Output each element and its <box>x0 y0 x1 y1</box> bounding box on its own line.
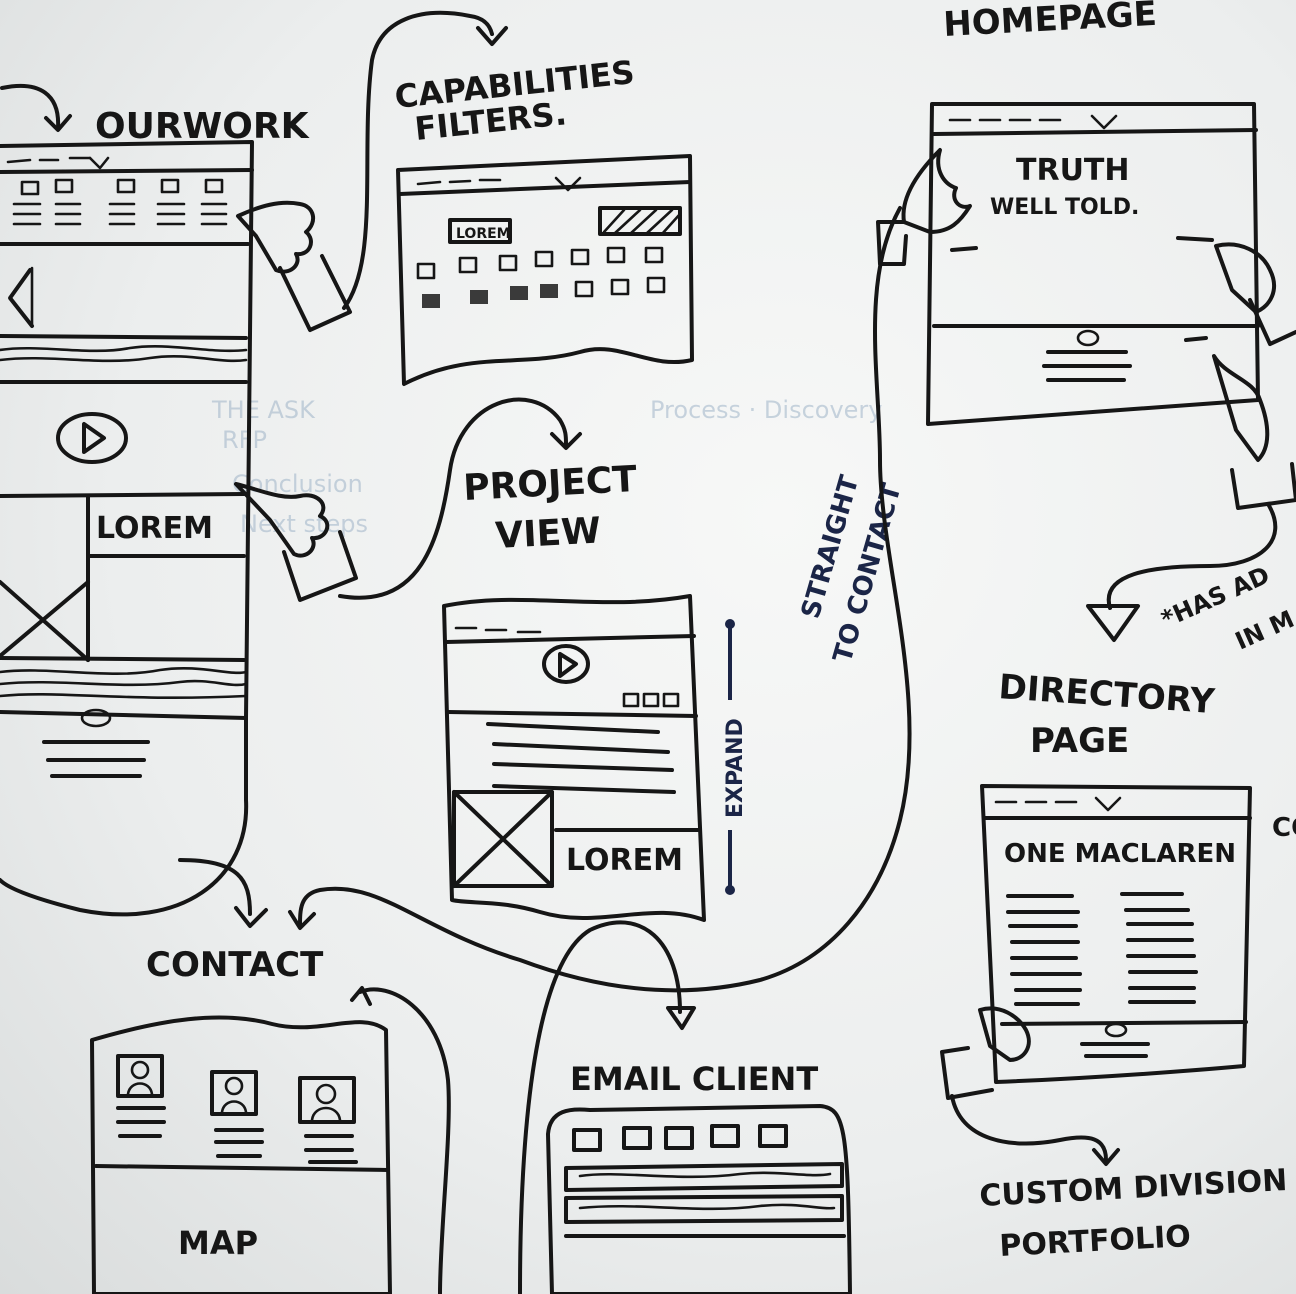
lorem-ourwork: LOREM <box>96 511 213 546</box>
directory-page-wireframe: DIRECTORY PAGE CO ONE MACLAREN <box>980 667 1296 1084</box>
ghost-conclusion: Conclusion <box>232 470 363 498</box>
label-email-client: EMAIL CLIENT <box>570 1060 818 1098</box>
label-well-told: WELL TOLD. <box>990 195 1139 220</box>
hand-cursor-icon <box>876 148 972 266</box>
hand-cursor-icon <box>940 1006 1031 1100</box>
note-in-m: IN M <box>1231 605 1296 655</box>
person-avatar-icon <box>116 1054 164 1098</box>
label-one-mclaren: ONE MACLAREN <box>1004 839 1236 869</box>
person-avatar-icon <box>210 1070 258 1116</box>
label-page: PAGE <box>1030 721 1129 761</box>
label-directory: DIRECTORY <box>997 667 1216 722</box>
label-our-work: OURWORK <box>95 106 310 147</box>
person-avatar-icon <box>298 1076 356 1124</box>
arrowhead <box>666 1006 696 1030</box>
arrow-into-ourwork <box>0 83 61 130</box>
lorem-filters: LOREM <box>456 226 511 242</box>
ghost-process: Process · Discovery <box>650 396 883 424</box>
hand-cursor-icon <box>1214 242 1296 346</box>
ghost-ask: THE ASK <box>211 396 316 424</box>
play-button-icon <box>542 644 590 684</box>
label-truth: TRUTH <box>1016 153 1130 188</box>
our-work-wireframe: OURWORK LOREM <box>0 83 310 917</box>
hand-cursor-icon <box>1212 354 1296 510</box>
hand-cursor-icon <box>236 200 352 332</box>
arrowhead <box>550 432 582 450</box>
arrowhead <box>1092 1148 1120 1166</box>
arrowhead <box>44 114 72 132</box>
capabilities-filters-wireframe: CAPABILITIES FILTERS. LOREM <box>393 53 694 386</box>
expand-indicator: EXPAND <box>723 619 748 895</box>
label-portfolio: PORTFOLIO <box>999 1219 1192 1264</box>
play-button-icon <box>56 412 128 464</box>
share-icons <box>622 692 680 708</box>
project-view-wireframe: PROJECT VIEW LOREM <box>442 459 706 922</box>
arrowhead <box>234 906 268 928</box>
email-client-wireframe: EMAIL CLIENT <box>546 1060 852 1294</box>
ghost-next-steps: Next steps <box>240 510 368 538</box>
arrowhead <box>288 910 316 930</box>
arrowhead <box>350 986 372 1006</box>
carousel-prev-icon <box>8 268 34 328</box>
homepage-wireframe: HOMEPAGE TRUTH WELL TOLD. <box>926 0 1260 426</box>
lorem-project: LOREM <box>566 843 683 878</box>
erased-notes: THE ASK RFP Conclusion Next steps Proces… <box>211 396 883 538</box>
image-placeholder <box>0 580 90 662</box>
label-expand: EXPAND <box>723 718 748 818</box>
hand-cursor-icon <box>234 482 358 602</box>
arrowhead <box>476 26 508 46</box>
image-placeholder <box>452 790 554 888</box>
label-map: MAP <box>178 1224 258 1262</box>
label-contact: CONTACT <box>146 945 324 985</box>
arrowhead <box>1086 604 1140 642</box>
ghost-rfp: RFP <box>222 426 267 454</box>
email-toolbar-icons <box>572 1124 788 1152</box>
contact-wireframe: CONTACT MAP <box>90 945 451 1294</box>
label-project: PROJECT <box>462 459 638 509</box>
edge-note: CO <box>1272 813 1296 843</box>
ourwork-filter-icons <box>12 178 228 226</box>
label-homepage: HOMEPAGE <box>942 0 1157 45</box>
label-view: VIEW <box>494 511 602 557</box>
label-custom-division: CUSTOM DIVISION <box>979 1163 1288 1214</box>
filter-checkboxes <box>416 246 666 308</box>
